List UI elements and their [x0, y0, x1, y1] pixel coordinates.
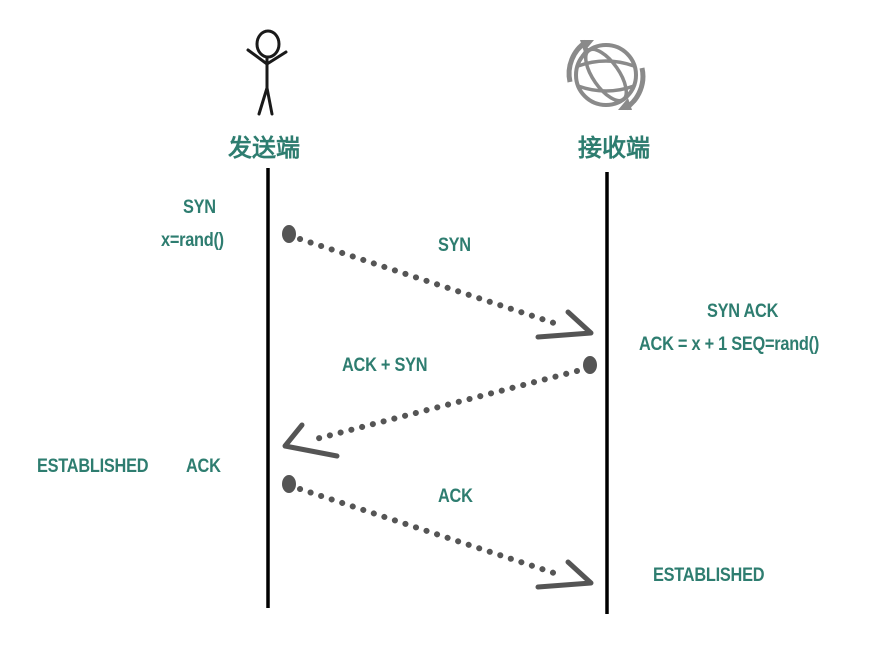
syn-arrow [282, 225, 594, 340]
sender-established-note: ESTABLISHED [37, 456, 149, 477]
sender-ack-note: ACK [186, 456, 221, 477]
ack-syn-arrow [282, 356, 597, 459]
receiver-ack-seq-note: ACK = x + 1 SEQ=rand() [639, 334, 820, 355]
sender-label: 发送端 [228, 134, 300, 162]
ack-syn-message-label: ACK + SYN [342, 355, 428, 376]
globe-sync-icon [566, 39, 646, 111]
sender-syn-note: SYN [183, 197, 216, 218]
receiver-label: 接收端 [578, 134, 650, 162]
syn-message-label: SYN [438, 235, 471, 256]
sender-x-note: x=rand() [161, 230, 224, 251]
receiver-synack-note: SYN ACK [707, 301, 779, 322]
ack-message-label: ACK [438, 486, 473, 507]
ack-arrow [282, 475, 594, 590]
receiver-established-note: ESTABLISHED [653, 565, 765, 586]
stick-figure-icon [246, 29, 288, 116]
